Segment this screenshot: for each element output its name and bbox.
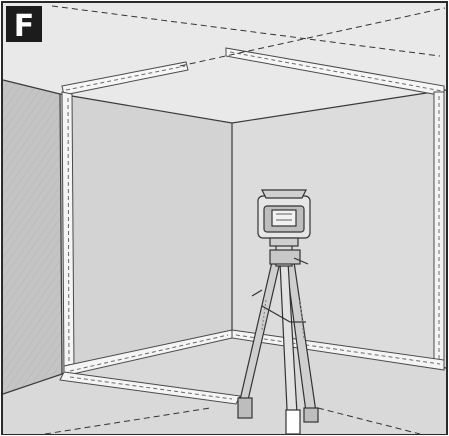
laser-lines (59, 47, 445, 405)
figure-badge (6, 6, 42, 42)
floor (3, 335, 446, 434)
figure-badge-label: F (14, 9, 35, 44)
projection-lines (44, 5, 446, 435)
tripod-icon (237, 235, 319, 435)
left-wall (3, 80, 62, 394)
back-wall-left (60, 94, 232, 374)
laser-level-icon (257, 189, 311, 247)
ceiling (3, 3, 446, 123)
